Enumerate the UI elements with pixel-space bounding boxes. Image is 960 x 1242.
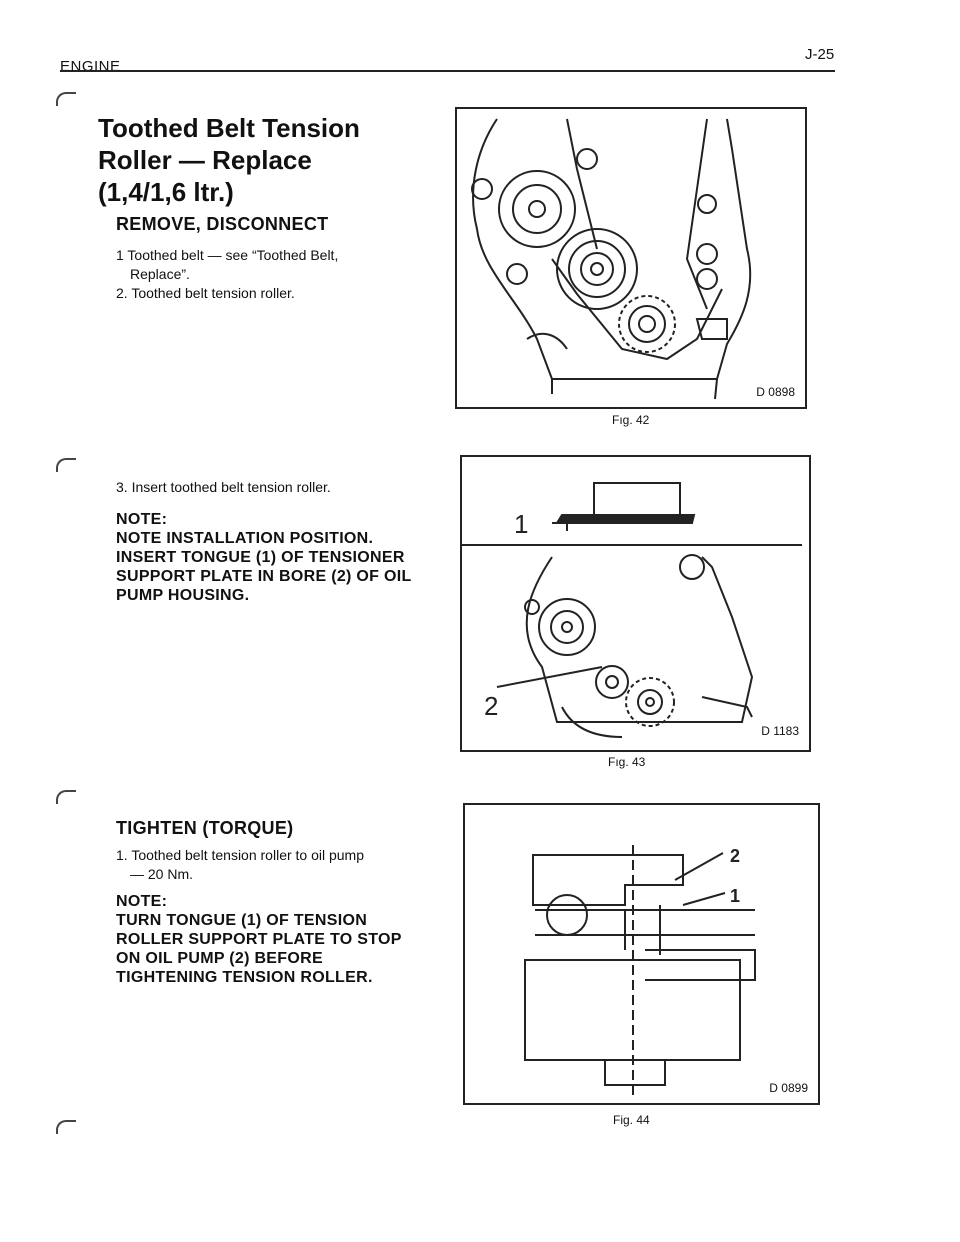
engine-front-drawing (471, 118, 752, 400)
figure-44: 2 1 D 0899 (463, 803, 820, 1105)
page-number: J-25 (805, 46, 835, 63)
note-line: NOTE INSTALLATION POSITION. (116, 530, 374, 547)
note-line: ON OIL PUMP (2) BEFORE (116, 950, 323, 967)
margin-mark (56, 92, 76, 106)
callout-label: 1 (514, 509, 528, 539)
tensioner-cross-section-drawing: 2 1 (524, 845, 756, 1095)
callout-label: 2 (730, 846, 740, 866)
margin-mark (56, 790, 76, 804)
figure-42: D 0898 (455, 107, 807, 409)
step-line: — 20 Nm. (130, 866, 194, 882)
insert-step: 3. Insert toothed belt tension roller. (116, 479, 331, 495)
tensioner-installation-drawing: 1 2 (462, 482, 802, 738)
callout-label: 2 (484, 691, 498, 721)
note-line: SUPPORT PLATE IN BORE (2) OF OIL (116, 568, 412, 585)
title-line: Toothed Belt Tension (98, 113, 360, 143)
section-header: ENGINE (60, 58, 121, 75)
callout-label: 1 (730, 886, 740, 906)
figure-id: D 1183 (761, 724, 799, 738)
figure-id: D 0899 (769, 1081, 808, 1095)
step-line: 1. Toothed belt tension roller to oil pu… (116, 847, 365, 863)
figure-caption: Fıg. 42 (612, 413, 650, 427)
note-line: INSERT TONGUE (1) OF TENSIONER (116, 549, 405, 566)
insert-note: NOTE: NOTE INSTALLATION POSITION. INSERT… (116, 510, 446, 605)
header-rule (60, 70, 835, 72)
title-line: (1,4/1,6 ltr.) (98, 177, 234, 207)
note-label: NOTE: (116, 511, 168, 528)
figure-caption: Fıg. 43 (608, 755, 646, 769)
step-line: Replace”. (130, 266, 190, 282)
note-line: TURN TONGUE (1) OF TENSION (116, 912, 368, 929)
tighten-heading: TIGHTEN (TORQUE) (116, 818, 294, 838)
note-label: NOTE: (116, 893, 168, 910)
tighten-note: NOTE: TURN TONGUE (1) OF TENSION ROLLER … (116, 892, 446, 987)
margin-mark (56, 458, 76, 472)
note-line: PUMP HOUSING. (116, 587, 250, 604)
remove-heading: REMOVE, DISCONNECT (116, 214, 329, 234)
figure-caption: Fig. 44 (613, 1113, 650, 1127)
figure-43: 1 2 D 1183 (460, 455, 811, 752)
step-line: 2. Toothed belt tension roller. (116, 285, 295, 301)
note-line: TIGHTENING TENSION ROLLER. (116, 969, 373, 986)
page-title: Toothed Belt Tension Roller — Replace (1… (98, 112, 398, 208)
remove-steps: 1 Toothed belt — see “Toothed Belt, Repl… (116, 246, 416, 303)
tighten-step: 1. Toothed belt tension roller to oil pu… (116, 846, 436, 884)
step-line: 1 Toothed belt — see “Toothed Belt, (116, 247, 339, 263)
figure-id: D 0898 (756, 385, 795, 399)
note-line: ROLLER SUPPORT PLATE TO STOP (116, 931, 402, 948)
margin-mark (56, 1120, 76, 1134)
title-line: Roller — Replace (98, 145, 312, 175)
